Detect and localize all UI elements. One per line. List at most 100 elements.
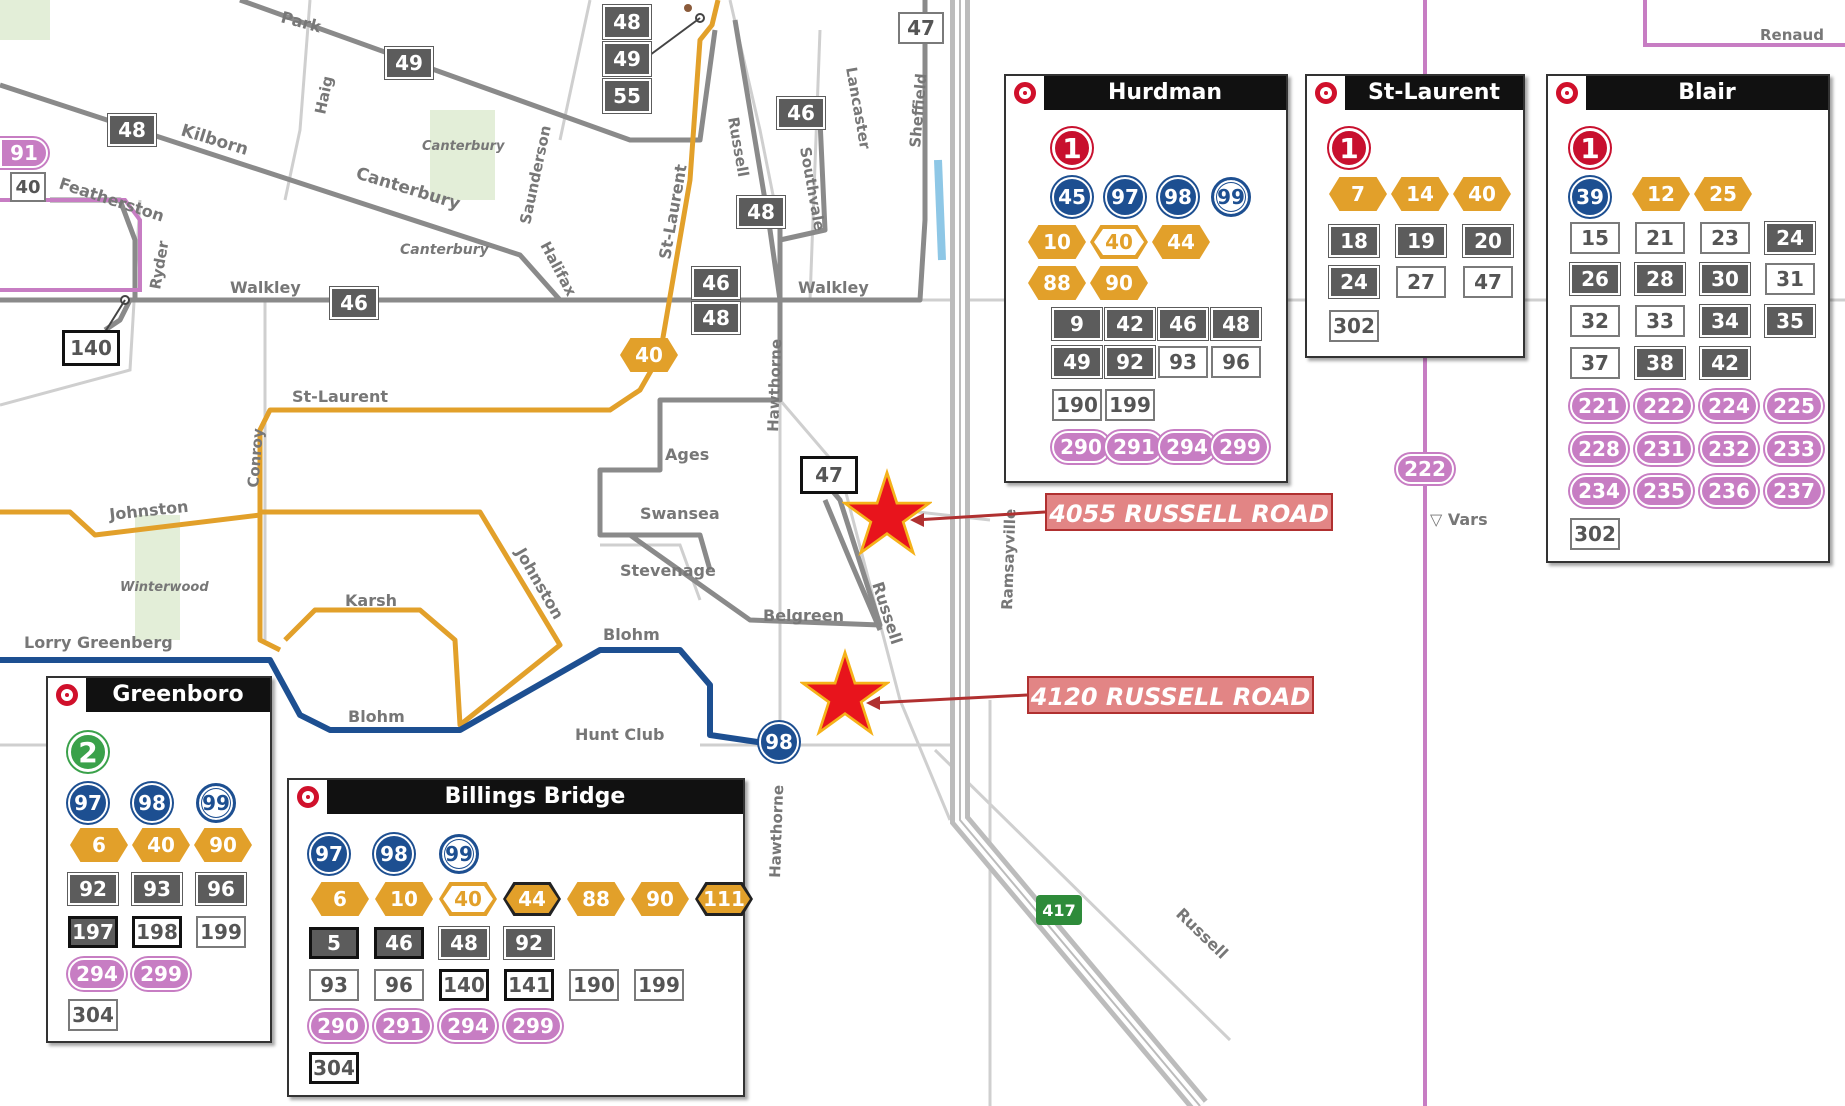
route-badge[interactable]: 10: [1028, 225, 1086, 259]
route-badge[interactable]: 96: [1211, 346, 1261, 378]
route-badge[interactable]: 92: [68, 873, 118, 905]
route-badge[interactable]: 6: [311, 882, 369, 916]
route-badge[interactable]: 15: [1570, 222, 1620, 254]
route-badge[interactable]: 199: [1105, 389, 1155, 421]
route-badge[interactable]: 14: [1391, 177, 1449, 211]
route-badge[interactable]: 111: [695, 882, 753, 916]
route-badge[interactable]: 25: [1694, 177, 1752, 211]
route-badge[interactable]: 225: [1765, 390, 1823, 422]
route-badge[interactable]: 140: [439, 969, 489, 1001]
route-badge[interactable]: 33: [1635, 305, 1685, 337]
route-badge[interactable]: 92: [1105, 346, 1155, 378]
route-badge[interactable]: 96: [196, 873, 246, 905]
route-badge[interactable]: 235: [1635, 475, 1693, 507]
route-badge[interactable]: 236: [1700, 475, 1758, 507]
route-badge[interactable]: 99: [196, 783, 236, 823]
route-badge[interactable]: 40: [132, 828, 190, 862]
route-badge[interactable]: 237: [1765, 475, 1823, 507]
route-badge[interactable]: 34: [1700, 305, 1750, 337]
route-badge[interactable]: 32: [1570, 305, 1620, 337]
route-badge[interactable]: 199: [196, 916, 246, 948]
route-marker[interactable]: 49: [603, 42, 651, 76]
route-badge[interactable]: 48: [1211, 308, 1261, 340]
route-badge[interactable]: 45: [1052, 177, 1092, 217]
route-marker[interactable]: 46: [777, 97, 825, 129]
route-marker[interactable]: 46: [330, 287, 378, 319]
route-badge[interactable]: 26: [1570, 263, 1620, 295]
route-marker[interactable]: 40: [620, 338, 678, 372]
route-badge[interactable]: 18: [1329, 225, 1379, 257]
route-marker[interactable]: 222: [1396, 454, 1454, 484]
route-badge[interactable]: 299: [1211, 431, 1269, 463]
route-badge[interactable]: 20: [1463, 225, 1513, 257]
route-badge[interactable]: 291: [374, 1010, 432, 1042]
route-marker[interactable]: 140: [62, 330, 120, 366]
route-badge[interactable]: 299: [504, 1010, 562, 1042]
route-badge[interactable]: 31: [1765, 263, 1815, 295]
route-badge[interactable]: 40: [1453, 177, 1511, 211]
route-badge[interactable]: 24: [1765, 222, 1815, 254]
route-badge[interactable]: 290: [309, 1010, 367, 1042]
route-badge[interactable]: 5: [309, 927, 359, 959]
route-badge[interactable]: 88: [1028, 266, 1086, 300]
route-marker[interactable]: 48: [603, 5, 651, 39]
route-badge[interactable]: 92: [504, 927, 554, 959]
route-badge[interactable]: 40: [1090, 225, 1148, 259]
route-badge[interactable]: 221: [1570, 390, 1628, 422]
route-badge[interactable]: 42: [1700, 347, 1750, 379]
route-marker[interactable]: 46: [692, 267, 740, 299]
route-badge[interactable]: 97: [1105, 177, 1145, 217]
route-badge[interactable]: 30: [1700, 263, 1750, 295]
route-badge[interactable]: 10: [375, 882, 433, 916]
route-badge[interactable]: 98: [374, 834, 414, 874]
route-badge[interactable]: 6: [70, 828, 128, 862]
route-badge[interactable]: 44: [503, 882, 561, 916]
route-badge[interactable]: 1: [1329, 128, 1369, 168]
route-badge[interactable]: 49: [1052, 346, 1102, 378]
route-badge[interactable]: 232: [1700, 433, 1758, 465]
route-badge[interactable]: 39: [1570, 177, 1610, 217]
route-marker[interactable]: 48: [692, 302, 740, 334]
route-badge[interactable]: 99: [439, 834, 479, 874]
route-badge[interactable]: 2: [68, 732, 108, 772]
route-badge[interactable]: 199: [634, 969, 684, 1001]
route-badge[interactable]: 304: [309, 1052, 359, 1084]
route-badge[interactable]: 302: [1329, 310, 1379, 342]
route-marker[interactable]: 91: [0, 138, 48, 168]
route-badge[interactable]: 222: [1635, 390, 1693, 422]
route-badge[interactable]: 9: [1052, 308, 1102, 340]
route-badge[interactable]: 88: [567, 882, 625, 916]
route-badge[interactable]: 291: [1105, 431, 1163, 463]
route-marker[interactable]: 47: [898, 12, 944, 44]
route-badge[interactable]: 141: [504, 969, 554, 1001]
route-badge[interactable]: 224: [1700, 390, 1758, 422]
route-marker[interactable]: 48: [108, 114, 156, 146]
route-badge[interactable]: 48: [439, 927, 489, 959]
route-badge[interactable]: 99: [1211, 177, 1251, 217]
route-marker[interactable]: 40: [10, 172, 46, 202]
route-badge[interactable]: 304: [68, 999, 118, 1031]
route-badge[interactable]: 234: [1570, 475, 1628, 507]
route-badge[interactable]: 27: [1396, 266, 1446, 298]
route-badge[interactable]: 24: [1329, 266, 1379, 298]
route-badge[interactable]: 228: [1570, 433, 1628, 465]
route-badge[interactable]: 23: [1700, 222, 1750, 254]
route-badge[interactable]: 97: [68, 783, 108, 823]
route-marker[interactable]: 55: [603, 79, 651, 113]
route-badge[interactable]: 93: [132, 873, 182, 905]
route-badge[interactable]: 46: [1158, 308, 1208, 340]
route-badge[interactable]: 35: [1765, 305, 1815, 337]
route-badge[interactable]: 198: [132, 916, 182, 948]
route-badge[interactable]: 21: [1635, 222, 1685, 254]
route-badge[interactable]: 98: [1158, 177, 1198, 217]
route-badge[interactable]: 90: [631, 882, 689, 916]
route-badge[interactable]: 97: [309, 834, 349, 874]
route-badge[interactable]: 44: [1152, 225, 1210, 259]
route-badge[interactable]: 98: [132, 783, 172, 823]
route-badge[interactable]: 47: [1463, 266, 1513, 298]
route-marker[interactable]: 98: [759, 722, 799, 762]
route-badge[interactable]: 1: [1570, 128, 1610, 168]
route-badge[interactable]: 294: [1158, 431, 1216, 463]
route-badge[interactable]: 40: [439, 882, 497, 916]
route-badge[interactable]: 302: [1570, 518, 1620, 550]
